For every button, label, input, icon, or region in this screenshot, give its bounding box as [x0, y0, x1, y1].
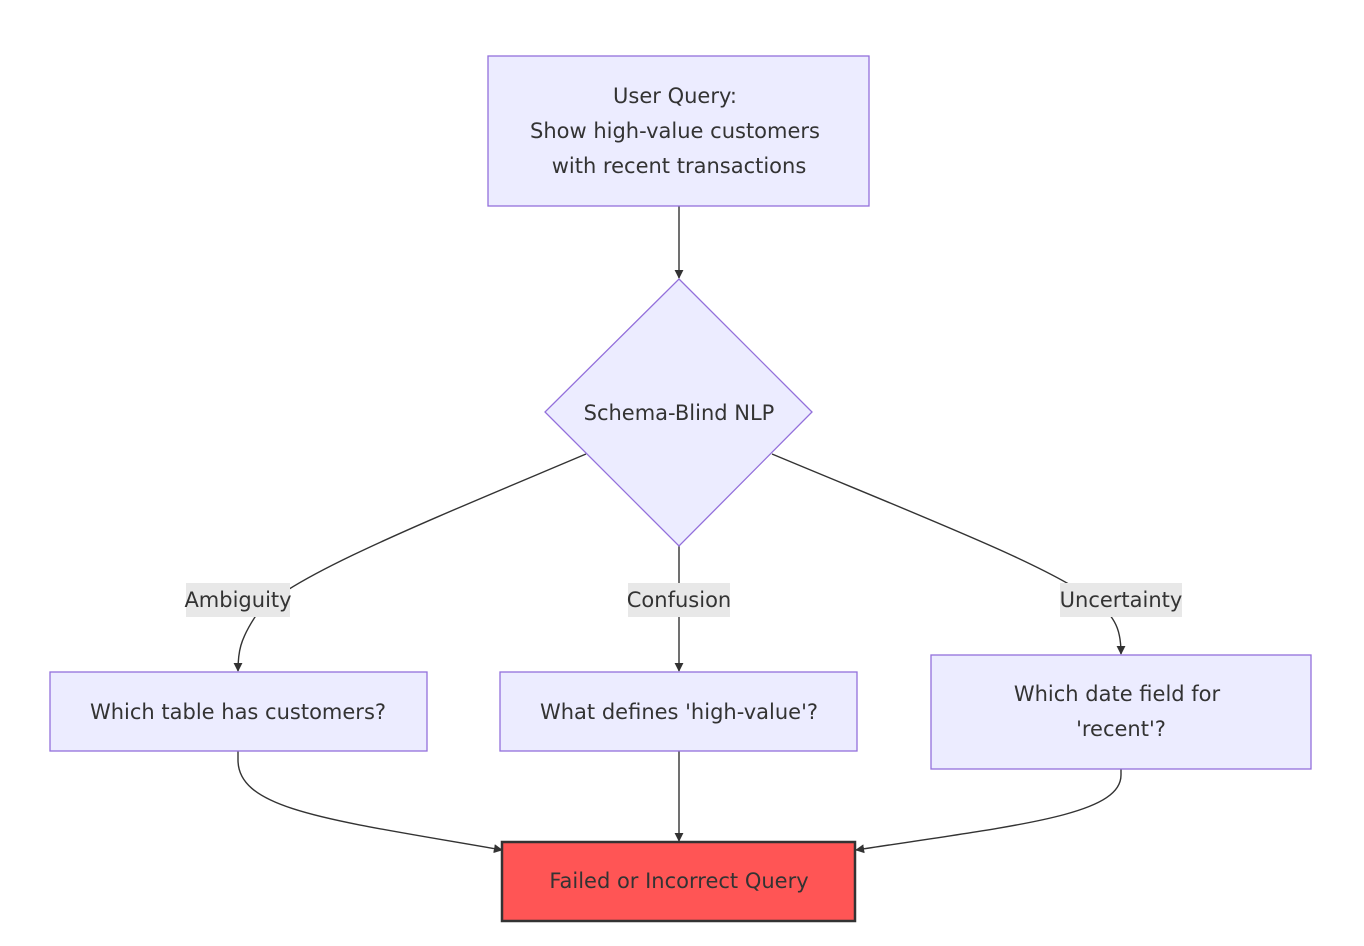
node-high-value: What defines 'high-value'?	[499, 671, 858, 752]
user-query-line-1: User Query:	[613, 84, 737, 108]
node-schema-blind-nlp: Schema-Blind NLP	[544, 278, 813, 547]
edge-nlp-to-table	[233, 453, 587, 672]
which-table-label: Which table has customers?	[90, 700, 386, 724]
which-date-line-1: Which date field for	[1014, 682, 1221, 706]
user-query-line-2: Show high-value customers	[530, 119, 820, 143]
user-query-line-3: with recent transactions	[552, 154, 807, 178]
edge-table-to-result	[237, 751, 503, 854]
edge-label-ambiguity-text: Ambiguity	[184, 588, 291, 612]
high-value-label: What defines 'high-value'?	[540, 700, 818, 724]
node-which-table: Which table has customers?	[49, 671, 428, 752]
which-date-line-2: 'recent'?	[1076, 717, 1166, 741]
edge-label-uncertainty: Uncertainty	[1060, 583, 1183, 617]
edge-label-uncertainty-text: Uncertainty	[1060, 588, 1183, 612]
edges	[233, 206, 1126, 854]
failed-query-label: Failed or Incorrect Query	[549, 869, 808, 893]
edge-label-confusion-text: Confusion	[627, 588, 731, 612]
node-user-query: User Query: Show high-value customers wi…	[487, 55, 870, 207]
edge-date-to-result	[855, 769, 1122, 854]
edge-label-ambiguity: Ambiguity	[184, 583, 292, 617]
edge-nlp-to-date	[771, 453, 1126, 655]
edge-label-confusion: Confusion	[627, 583, 731, 617]
edge-labels: Ambiguity Confusion Uncertainty	[184, 583, 1182, 617]
node-failed-query: Failed or Incorrect Query	[500, 840, 857, 923]
schema-blind-nlp-label: Schema-Blind NLP	[584, 401, 775, 425]
node-which-date: Which date field for 'recent'?	[930, 654, 1312, 770]
